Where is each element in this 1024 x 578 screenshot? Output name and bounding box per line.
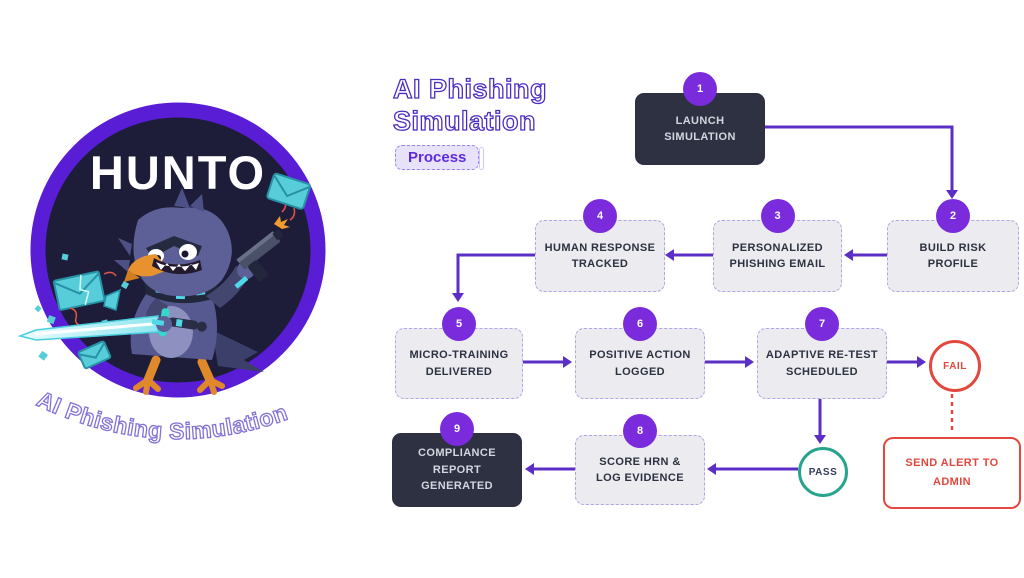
step-box-human-response-tracked: 4 HUMAN RESPONSE TRACKED — [535, 199, 665, 292]
process-badge: Process — [395, 145, 480, 170]
step-box-build-risk-profile: 2 BUILD RISK PROFILE — [887, 199, 1019, 292]
step-label: POSITIVE ACTION LOGGED — [589, 349, 691, 378]
step-number-badge: 9 — [440, 412, 474, 446]
hunto-logo: HUNTO — [6, 84, 354, 464]
step-number-badge: 6 — [623, 307, 657, 341]
stray-envelope-icon — [38, 340, 112, 370]
send-alert-to-admin-box: SEND ALERT TO ADMIN — [883, 437, 1021, 509]
step-number-badge: 7 — [805, 307, 839, 341]
step-box-launch-simulation: 1 LAUNCH SIMULATION — [635, 72, 765, 165]
step-box-micro-training-delivered: 5 MICRO-TRAINING DELIVERED — [395, 307, 523, 399]
ghost-badge-outline — [479, 147, 484, 170]
hunto-logo-svg: HUNTO — [17, 102, 326, 445]
bird-mascot-illustration — [17, 172, 311, 395]
step-label: COMPLIANCE REPORT GENERATED — [418, 447, 496, 493]
fail-circle: FAIL — [929, 340, 981, 392]
step-number-badge: 8 — [623, 414, 657, 448]
step-box-compliance-report-generated: 9 COMPLIANCE REPORT GENERATED — [392, 412, 522, 507]
step-label: LAUNCH SIMULATION — [664, 114, 736, 144]
broken-envelope-icon — [34, 253, 130, 327]
step-number-badge: 2 — [936, 199, 970, 233]
step-label: MICRO-TRAINING DELIVERED — [409, 349, 509, 378]
page-title: AI Phishing Simulation — [392, 73, 547, 136]
muzzle-flash — [274, 216, 290, 229]
step-label: BUILD RISK PROFILE — [919, 241, 987, 271]
connector-lines — [456, 125, 954, 471]
brand-text: HUNTO — [90, 146, 266, 199]
step-number-badge: 4 — [583, 199, 617, 233]
step-number-badge: 1 — [683, 72, 717, 106]
sword-icon — [17, 308, 207, 341]
step-number-badge: 3 — [760, 199, 795, 233]
step-label: HUMAN RESPONSE TRACKED — [544, 241, 656, 271]
pass-circle: PASS — [798, 447, 848, 497]
step-box-personalized-phishing-email: 3 PERSONALIZED PHISHING EMAIL — [713, 199, 842, 292]
step-label: ADAPTIVE RE-TEST SCHEDULED — [765, 349, 879, 378]
step-number-badge: 5 — [442, 307, 476, 341]
connector-arrowheads — [452, 190, 958, 475]
step-box-score-hrn-log-evidence: 8 SCORE HRN & LOG EVIDENCE — [575, 414, 705, 505]
step-box-positive-action-logged: 6 POSITIVE ACTION LOGGED — [575, 307, 705, 399]
step-label: PERSONALIZED PHISHING EMAIL — [729, 241, 826, 271]
beak — [128, 254, 168, 277]
step-box-adaptive-retest-scheduled: 7 ADAPTIVE RE-TEST SCHEDULED — [757, 307, 887, 399]
step-label: SCORE HRN & LOG EVIDENCE — [596, 455, 684, 485]
pistol-icon — [236, 229, 284, 282]
shot-envelope-icon — [266, 172, 311, 210]
